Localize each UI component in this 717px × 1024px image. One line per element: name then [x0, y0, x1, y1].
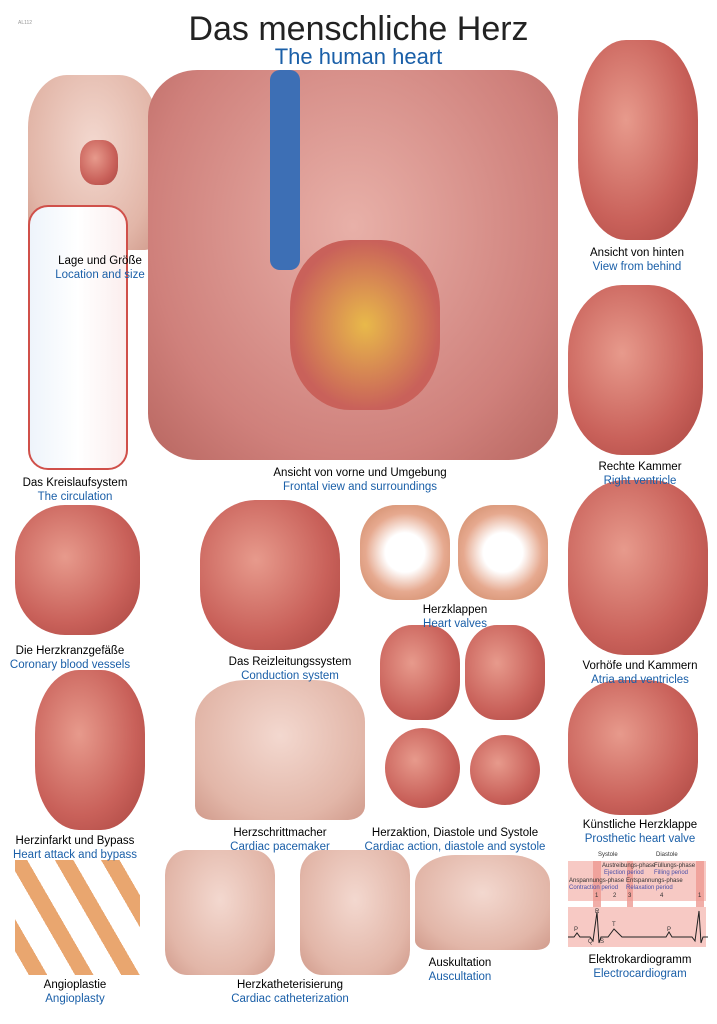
wave-s: S: [600, 939, 605, 945]
phase-4-german-label: Füllungs-phase: [654, 863, 696, 869]
phase-1-label: Contraction period: [569, 885, 619, 891]
atria-ventricles-illustration: [568, 480, 708, 655]
caption-english: Auscultation: [428, 971, 492, 983]
cardiac-action-illustration: [380, 625, 460, 720]
caption-german: Herzklappen: [422, 604, 488, 616]
wave-p: P: [574, 927, 579, 933]
phase-3-num: 3: [628, 893, 632, 899]
caption-german: Lage und Größe: [58, 255, 142, 267]
caption-german: Herzinfarkt und Bypass: [15, 835, 135, 847]
poster-subtitle: The human heart: [274, 44, 443, 69]
caption-english: The circulation: [37, 491, 113, 503]
right-ventricle-illustration: [568, 285, 703, 455]
caption-german: Vorhöfe und Kammern: [582, 660, 698, 672]
caption-german: Das Reizleitungssystem: [228, 656, 352, 668]
phase-2-num: 2: [613, 893, 617, 899]
caption-german: Künstliche Herzklappe: [582, 819, 698, 831]
phase-4-label: Filling period: [654, 870, 689, 876]
conduction-system-illustration: [200, 500, 340, 650]
ventricle-section-diastole: [385, 728, 460, 808]
caption-english: Heart attack and bypass: [12, 849, 137, 861]
caption-german: Herzaktion, Diastole und Systole: [371, 827, 539, 839]
caption-german: Angioplastie: [43, 979, 107, 991]
caption-english: Right ventricle: [603, 475, 677, 487]
heart-valves-illustration-2: [458, 505, 548, 600]
wave-t: T: [612, 922, 616, 928]
cardiac-action-illustration-2: [465, 625, 545, 720]
auscultation-illustration: [415, 855, 550, 950]
poster-title: Das menschliche Herz: [188, 10, 529, 48]
heart-behind-illustration: [578, 40, 698, 240]
phase-1-german-label: Anspannungs-phase: [569, 878, 625, 884]
phase-4-num: 4: [660, 893, 664, 899]
phase-1-num: 1: [595, 893, 599, 899]
phase-2-label: Ejection period: [604, 870, 644, 876]
caption-english: Frontal view and surroundings: [282, 481, 438, 493]
caption-english: Electrocardiogram: [593, 968, 687, 980]
phase-3-german-label: Entspannungs-phase: [626, 878, 683, 884]
diastole-label: Diastole: [656, 852, 678, 858]
heart-in-torso-illustration: [80, 140, 118, 185]
caption-german: Ansicht von vorne und Umgebung: [273, 467, 447, 479]
superior-vena-cava: [270, 70, 300, 270]
caption-german: Herzkatheterisierung: [236, 979, 344, 991]
wave-r: R: [595, 909, 600, 915]
caption-german: Ansicht von hinten: [590, 247, 684, 259]
ecg-trace: [568, 910, 708, 944]
catheterization-illustration-2: [300, 850, 410, 975]
caption-english: Heart valves: [423, 618, 487, 630]
wave-p2: P: [667, 927, 672, 933]
caption-german: Das Kreislaufsystem: [22, 477, 128, 489]
caption-english: Cardiac action, diastole and systole: [364, 841, 546, 853]
caption-english: Atria and ventricles: [591, 674, 689, 686]
heart-attack-bypass-illustration: [35, 670, 145, 830]
phase-3-label: Relaxation period: [626, 885, 673, 891]
caption-english: Cardiac pacemaker: [230, 841, 330, 853]
caption-german: Die Herzkranzgefäße: [15, 645, 125, 657]
catheterization-illustration: [165, 850, 275, 975]
caption-english: Angioplasty: [45, 993, 105, 1005]
poster-code: AL112: [18, 20, 33, 26]
ventricle-section-systole: [470, 735, 540, 805]
angioplasty-illustration: [15, 860, 140, 975]
pacemaker-illustration: [195, 680, 365, 820]
frontal-heart-illustration: [290, 240, 440, 410]
caption-english: Coronary blood vessels: [9, 659, 131, 671]
caption-english: Prosthetic heart valve: [584, 833, 696, 845]
ecg-diagram: Systole Diastole Austreibungs-phase Ejec…: [568, 852, 708, 947]
caption-german: Rechte Kammer: [598, 461, 682, 473]
caption-english: Conduction system: [241, 670, 339, 682]
heart-valves-illustration: [360, 505, 450, 600]
wave-q: Q: [588, 939, 593, 945]
prosthetic-valve-illustration: [568, 680, 698, 815]
phase-2-german-label: Austreibungs-phase: [602, 863, 656, 869]
circulation-diagram: [28, 205, 128, 470]
caption-german: Elektrokardiogramm: [588, 954, 692, 966]
caption-english: View from behind: [592, 261, 682, 273]
caption-english: Location and size: [55, 269, 145, 281]
caption-german: Auskultation: [428, 957, 492, 969]
caption-german: Herzschrittmacher: [233, 827, 327, 839]
systole-label: Systole: [598, 852, 618, 858]
coronary-vessels-illustration: [15, 505, 140, 635]
caption-english: Cardiac catheterization: [231, 993, 349, 1005]
end-num: 1: [698, 893, 702, 899]
